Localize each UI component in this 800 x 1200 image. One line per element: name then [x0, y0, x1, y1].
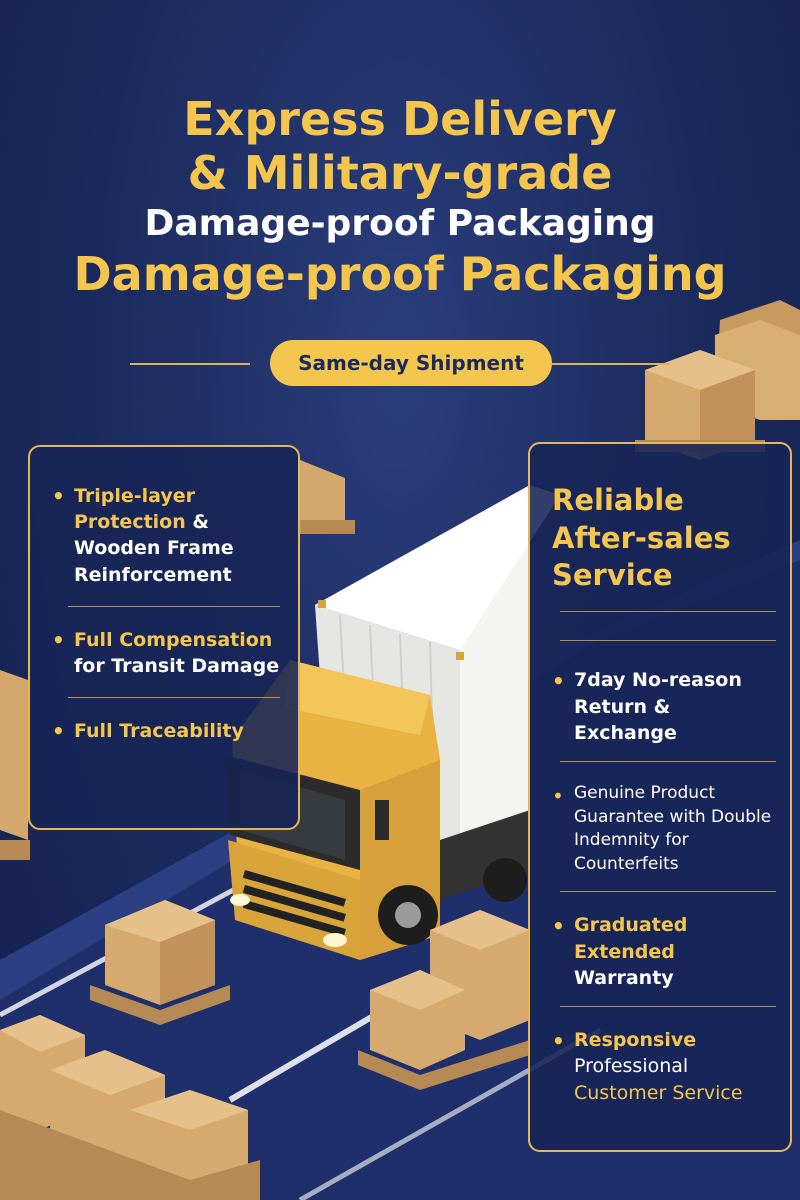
feature-extended-warranty: Graduated Extended Warranty [552, 912, 776, 992]
packaging-features-panel: Triple-layer Protection & Wooden Frame R… [28, 445, 300, 830]
feature-highlight: Responsive [574, 1028, 697, 1051]
box-behind-left-panel [300, 460, 355, 534]
box-pallet-center [90, 900, 230, 1025]
feature-genuine-guarantee: Genuine Product Guarantee with Double In… [552, 782, 776, 877]
same-day-shipment-badge: Same-day Shipment [270, 340, 552, 386]
divider [560, 891, 776, 893]
shipment-badge-row: Same-day Shipment [130, 340, 670, 386]
box-pallet-right-center [358, 910, 530, 1090]
feature-highlight: Graduated Extended [574, 914, 688, 963]
after-sales-title: Reliable After-sales Service [552, 483, 731, 593]
box-stack-left-edge [0, 670, 30, 860]
divider [560, 760, 776, 762]
badge-divider-right [550, 363, 670, 365]
headline-line-3: Damage-proof Packaging [144, 202, 656, 244]
truck-wheel [483, 858, 527, 902]
divider [560, 1005, 776, 1007]
divider [68, 605, 280, 607]
feature-text: for Transit Damage [74, 655, 280, 678]
after-sales-panel: Reliable After-sales Service 7day No-rea… [528, 442, 792, 1152]
feature-full-traceability: Full Traceability [52, 718, 280, 746]
feature-return-exchange: 7day No-reason Return & Exchange [552, 667, 776, 747]
headline-line-1: Express Delivery [183, 92, 617, 146]
headline-line-2: & Military-grade [187, 146, 613, 201]
feature-full-compensation: Full Compensation for Transit Damage [52, 627, 280, 679]
feature-triple-layer: Triple-layer Protection & Wooden Frame R… [52, 483, 280, 588]
badge-divider-left [130, 363, 250, 365]
feature-highlight: Customer Service [574, 1082, 743, 1104]
feature-highlight: Full Compensation [74, 628, 273, 651]
headline: Express Delivery & Military-grade Damage… [0, 92, 800, 301]
headline-line-4: Damage-proof Packaging [73, 247, 727, 301]
feature-customer-service: Responsive Professional Customer Service [552, 1027, 776, 1107]
feature-text: Professional [574, 1055, 689, 1078]
divider [560, 611, 776, 613]
feature-text: & Wooden Frame Reinforcement [74, 511, 234, 586]
feature-highlight: Full Traceability [74, 720, 244, 743]
feature-text: Warranty [574, 967, 674, 990]
box-pallet-bottom-left [0, 1015, 260, 1200]
divider [560, 640, 776, 642]
feature-highlight: Triple-layer [74, 485, 196, 507]
feature-highlight: Protection [74, 511, 186, 534]
divider [68, 697, 280, 699]
